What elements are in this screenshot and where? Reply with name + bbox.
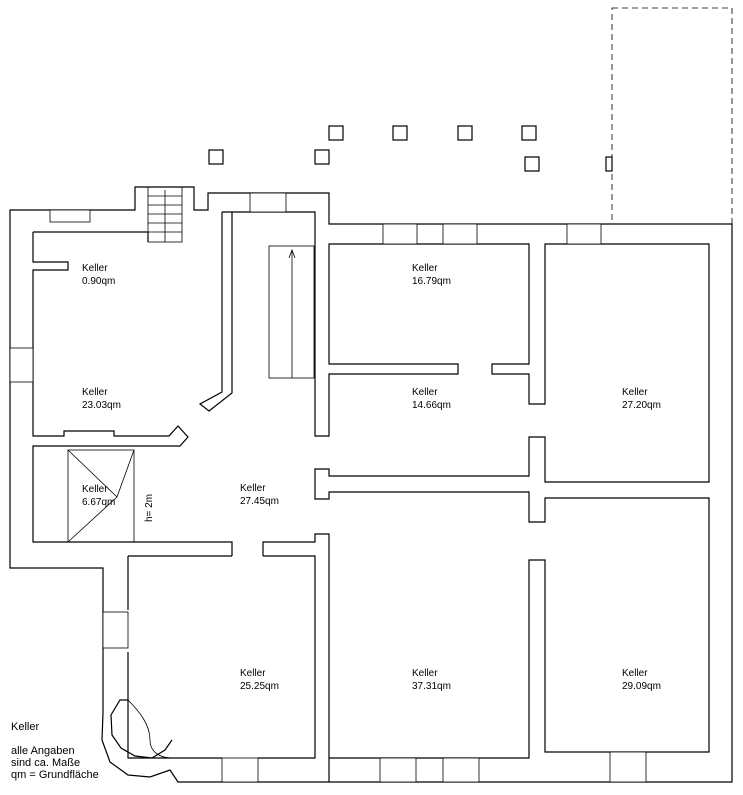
room-area-r1: 0.90qm (82, 276, 115, 287)
room-area-r5: 27.20qm (622, 400, 661, 411)
legend: Keller alle Angaben sind ca. Maße qm = G… (11, 721, 99, 781)
room-area-r7: 27.45qm (240, 496, 279, 507)
pillars (208, 125, 613, 172)
room-name-r7: Keller (240, 483, 266, 494)
corridor-walls (222, 211, 710, 759)
room-6-partition (67, 449, 135, 543)
windows (9, 192, 647, 783)
legend-title: Keller (11, 721, 40, 733)
room-name-r2: Keller (412, 263, 438, 274)
left-block-inner-wall (32, 231, 330, 782)
legend-line: qm = Grundfläche (11, 769, 99, 781)
room-name-r10: Keller (622, 668, 648, 679)
stair-shaft-left-wall (198, 212, 233, 412)
room-labels: Keller0.90qmKeller16.79qmKeller23.03qmKe… (82, 263, 661, 692)
room-8-walls (127, 555, 316, 759)
room-area-r10: 29.09qm (622, 681, 661, 692)
room-name-r8: Keller (240, 668, 266, 679)
room-area-r6: 6.67qm (82, 497, 115, 508)
main-staircase (268, 245, 315, 379)
room-name-r1: Keller (82, 263, 108, 274)
dashed-annex-outline (611, 7, 733, 225)
legend-line: sind ca. Maße (11, 757, 81, 769)
room-name-r5: Keller (622, 387, 648, 398)
legend-line: alle Angaben (11, 745, 75, 757)
small-staircase (147, 186, 183, 243)
room-name-r3: Keller (82, 387, 108, 398)
room-name-r4: Keller (412, 387, 438, 398)
room-area-r3: 23.03qm (82, 400, 121, 411)
room-area-r8: 25.25qm (240, 681, 279, 692)
room-area-r4: 14.66qm (412, 400, 451, 411)
room-name-r9: Keller (412, 668, 438, 679)
outer-wall-outer (9, 186, 733, 783)
height-note: h= 2m (144, 494, 155, 522)
room-area-r2: 16.79qm (412, 276, 451, 287)
room-area-r9: 37.31qm (412, 681, 451, 692)
round-bay (110, 699, 173, 759)
room-name-r6: Keller (82, 484, 108, 495)
